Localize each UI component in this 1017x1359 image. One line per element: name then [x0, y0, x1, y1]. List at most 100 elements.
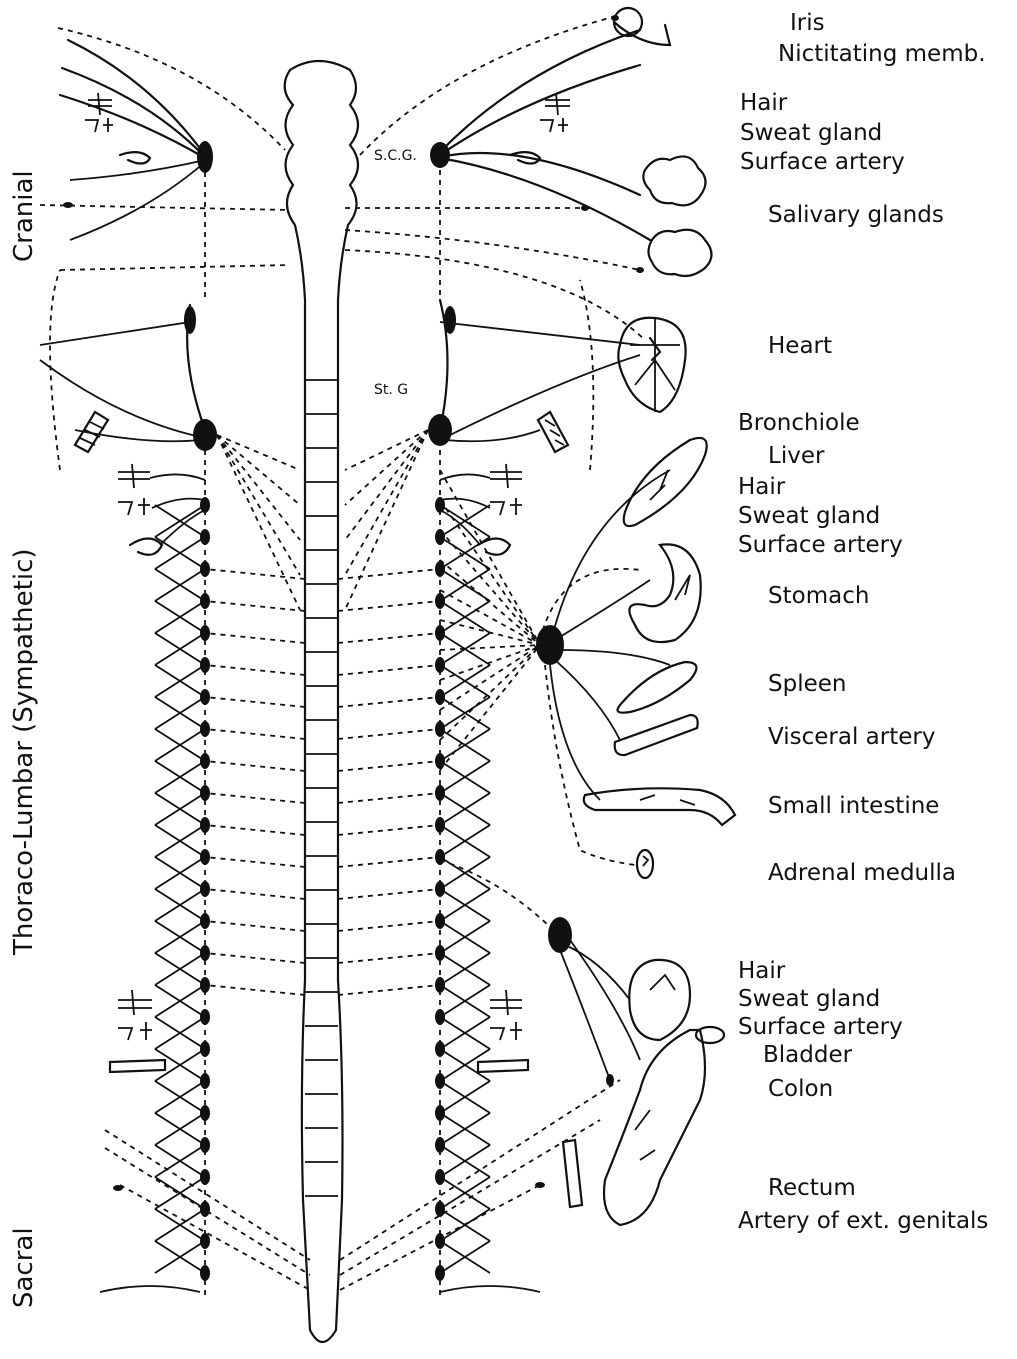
right-chain-white-ramus	[338, 825, 440, 835]
celiac-preganglionic-rays	[217, 430, 540, 770]
organ-label-salivary: Salivary glands	[768, 202, 944, 228]
left-chain-cross-fibers	[155, 633, 205, 665]
left-chain-white-ramus	[205, 665, 305, 675]
left-chain-cross-fibers	[155, 889, 205, 921]
left-chain-cross-fibers	[155, 1081, 205, 1113]
left-chain-cross-fibers	[155, 505, 205, 537]
left-chain-cross-fibers	[155, 1241, 205, 1273]
visceral-artery-icon	[615, 715, 698, 755]
left-chain-cross-fibers	[155, 665, 205, 697]
left-chain-cross-fibers	[155, 1177, 205, 1209]
right-chain-white-ramus	[338, 601, 440, 611]
stomach-icon	[629, 544, 700, 642]
colon-icon	[604, 1027, 724, 1225]
organ-label-bladder: Bladder	[763, 1042, 853, 1068]
left-chain-cross-fibers	[155, 1049, 205, 1081]
right-skin-effectors-cranial	[510, 93, 570, 164]
bronchiole-icon-right	[538, 412, 568, 452]
left-skin-effectors-lumbar	[110, 990, 165, 1072]
region-label-sacral: Sacral	[9, 1227, 39, 1308]
celiac-preganglionic-ray	[440, 530, 540, 645]
left-chain-white-ramus	[205, 697, 305, 707]
right-chain-cross-fibers	[440, 1177, 490, 1209]
right-chain-cross-fibers	[440, 665, 490, 697]
left-chain-cross-fibers	[155, 1113, 205, 1145]
organ-label-rectum: Rectum	[768, 1175, 856, 1201]
right-chain-ganglion	[435, 1265, 445, 1281]
left-sympathetic-chain	[155, 450, 305, 1300]
left-chain-cross-fibers	[155, 1017, 205, 1049]
left-stellate-ray	[217, 435, 300, 540]
organ-label-visceral: Visceral artery	[768, 724, 935, 750]
right-stellate-ray	[345, 430, 428, 505]
organ-label-adrenal: Adrenal medulla	[768, 860, 956, 886]
organ-label-heart: Heart	[768, 333, 832, 359]
right-chain-cross-fibers	[440, 825, 490, 857]
right-cranial-fan	[345, 15, 650, 340]
left-chain-white-ramus	[205, 953, 305, 963]
small-intestine-icon	[584, 788, 735, 825]
celiac-connections	[540, 470, 670, 865]
right-chain-cross-fibers	[440, 921, 490, 953]
right-stellate-ganglion	[428, 414, 452, 446]
left-chain-white-ramus	[205, 857, 305, 867]
right-chain-cross-fibers	[440, 1081, 490, 1113]
right-chain-cross-fibers	[440, 761, 490, 793]
celiac-preganglionic-ray	[440, 470, 540, 645]
organ-label-sweat-2: Sweat gland	[738, 503, 880, 529]
region-label-thoraco-lumbar: Thoraco-Lumbar (Sympathetic)	[9, 548, 39, 956]
right-chain-white-ramus	[338, 953, 440, 963]
organ-label-iris: Iris	[790, 10, 825, 36]
right-chain-white-ramus	[338, 729, 440, 739]
left-chain-cross-fibers	[155, 953, 205, 985]
organ-label-sweat-3: Sweat gland	[738, 986, 880, 1012]
left-chain-white-ramus	[205, 889, 305, 899]
left-skin-effectors-cranial	[85, 93, 150, 164]
organ-label-hair-1: Hair	[740, 90, 788, 116]
pelvic-ganglion-left	[113, 1185, 123, 1191]
heart-icon	[618, 318, 685, 412]
left-chain-white-ramus	[205, 825, 305, 835]
right-chain-cross-fibers	[440, 1241, 490, 1273]
organ-label-artery-3: Surface artery	[738, 1014, 903, 1040]
left-chain-cross-fibers	[155, 601, 205, 633]
right-chain-cross-fibers	[440, 889, 490, 921]
inferior-mesenteric-ganglion	[548, 917, 572, 953]
organ-label-liver: Liver	[768, 443, 825, 469]
left-chain-cross-fibers	[155, 921, 205, 953]
left-cranial-fan	[40, 28, 290, 270]
left-stellate-ray	[217, 435, 300, 505]
left-chain-white-ramus	[205, 633, 305, 643]
organ-label-artery-1: Surface artery	[740, 149, 905, 175]
right-chain-white-ramus	[338, 569, 440, 579]
organ-label-genitals: Artery of ext. genitals	[738, 1208, 988, 1234]
right-chain-cross-fibers	[440, 1145, 490, 1177]
left-chain-white-ramus	[205, 985, 305, 995]
left-chain-cross-fibers	[155, 729, 205, 761]
right-stellate-ray	[345, 430, 428, 575]
organ-label-small-intestine: Small intestine	[768, 793, 939, 819]
organ-label-stomach: Stomach	[768, 583, 869, 609]
right-chain-cross-fibers	[440, 1049, 490, 1081]
left-chain-cross-fibers	[155, 793, 205, 825]
left-chain-white-ramus	[205, 569, 305, 579]
organ-label-sweat-1: Sweat gland	[740, 120, 882, 146]
right-chain-cross-fibers	[440, 1113, 490, 1145]
cranial-parasympathetic-ganglion	[63, 202, 73, 208]
right-chain-cross-fibers	[440, 985, 490, 1017]
left-chain-cross-fibers	[155, 697, 205, 729]
right-chain-white-ramus	[338, 697, 440, 707]
adrenal-medulla-icon	[637, 850, 653, 878]
bladder-icon	[629, 960, 690, 1040]
left-chain-cross-fibers	[155, 761, 205, 793]
left-chain-cross-fibers	[155, 1209, 205, 1241]
organ-label-hair-2: Hair	[738, 474, 786, 500]
ganglion-label-stg: St. G	[374, 382, 408, 398]
right-chain-white-ramus	[338, 857, 440, 867]
left-chain-cross-fibers	[155, 857, 205, 889]
iris-icon	[611, 8, 670, 45]
right-chain-cross-fibers	[440, 857, 490, 889]
ganglion-label-scg: S.C.G.	[374, 148, 417, 164]
